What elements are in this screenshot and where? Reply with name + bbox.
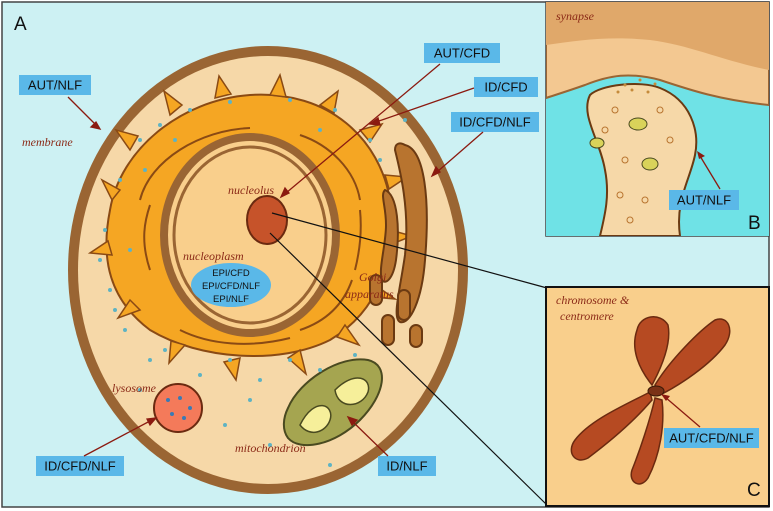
ribosome-dots: [98, 98, 407, 467]
tag-lysosome-text: ID/CFD/NLF: [44, 459, 116, 474]
tag-membrane-text: AUT/NLF: [28, 78, 82, 93]
label-synapse: synapse: [556, 9, 595, 23]
tag-centromere-text: AUT/CFD/NLF: [669, 431, 754, 446]
lysosome-granules: [166, 396, 192, 420]
tag-cytoplasm: ID/CFD: [474, 77, 538, 97]
tag-nucleolus-text: AUT/CFD: [434, 46, 490, 61]
label-chromosome-line1: chromosome &: [556, 293, 630, 307]
tag-mitochondrion: ID/NLF: [378, 456, 436, 476]
label-chromosome-line2: centromere: [560, 309, 614, 323]
panel-b: synapse B AUT/NLF: [545, 1, 770, 237]
tag-mitochondrion-text: ID/NLF: [386, 459, 427, 474]
panel-b-letter: B: [748, 213, 761, 234]
mitochondrion: [282, 358, 383, 447]
label-nucleolus: nucleolus: [228, 183, 274, 197]
connector-line-lower: [269, 232, 548, 506]
tag-membrane: AUT/NLF: [19, 75, 91, 95]
label-nucleoplasm: nucleoplasm: [183, 249, 244, 263]
tag-lysosome: ID/CFD/NLF: [36, 456, 124, 476]
nucleoplasm-tag-2: EPI/CFD/NLF: [202, 281, 260, 292]
label-golgi-line2: apparatus: [345, 287, 394, 301]
arrows-panel-a: [67, 63, 484, 457]
connector-line-upper: [271, 212, 548, 289]
label-mitochondrion: mitochondrion: [235, 441, 306, 455]
nucleus-inner-membrane: [172, 145, 328, 325]
tag-centromere: AUT/CFD/NLF: [664, 428, 759, 448]
nucleoplasm-tag-1: EPI/CFD: [212, 268, 250, 279]
tag-nucleolus: AUT/CFD: [424, 43, 500, 63]
panel-a-letter: A: [14, 14, 27, 35]
tag-synapse: AUT/NLF: [669, 190, 739, 210]
golgi-apparatus: [369, 142, 428, 348]
nucleoplasm-tags-bubble: [191, 263, 271, 307]
lysosome: [153, 383, 203, 433]
panel-c-letter: C: [747, 480, 761, 501]
nucleolus: [246, 195, 288, 245]
tag-synapse-text: AUT/NLF: [677, 193, 731, 208]
tag-cytoplasm-text: ID/CFD: [484, 80, 527, 95]
label-lysosome: lysosome: [112, 381, 157, 395]
tag-golgi-text: ID/CFD/NLF: [459, 115, 531, 130]
tag-golgi: ID/CFD/NLF: [451, 112, 539, 132]
panel-c: chromosome & centromere C AUT/CFD/NLF: [545, 286, 770, 507]
nucleoplasm-tag-3: EPI/NLF: [213, 294, 249, 305]
label-golgi-line1: Golgi: [359, 270, 386, 284]
label-membrane: membrane: [22, 135, 73, 149]
